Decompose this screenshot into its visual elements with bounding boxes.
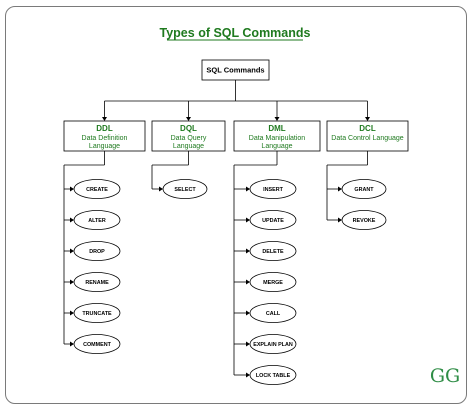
truncate-label: TRUNCATE <box>82 311 112 317</box>
alter-label: ALTER <box>88 218 106 224</box>
ddl-branch-arrow <box>70 341 74 347</box>
delete-label: DELETE <box>262 249 284 255</box>
ddl-full-line1: Data Definition <box>82 135 128 142</box>
select-node <box>162 179 208 199</box>
dcl-branch-arrow <box>338 186 342 192</box>
rename-label: RENAME <box>85 280 109 286</box>
dcl-abbr: DCL <box>359 124 376 133</box>
dql-arrow <box>186 117 191 121</box>
create-label: CREATE <box>86 187 108 193</box>
alter-node <box>73 210 121 230</box>
ddl-branch-arrow <box>70 248 74 254</box>
select-label: SELECT <box>174 187 196 193</box>
grant-node <box>341 179 387 199</box>
truncate-node <box>73 303 121 323</box>
grant-label: GRANT <box>354 187 374 193</box>
call-node <box>249 303 297 323</box>
dcl-branch-arrow <box>338 217 342 223</box>
dcl-box <box>326 120 409 152</box>
delete-node <box>249 241 297 261</box>
dml-branch-arrow <box>246 372 250 378</box>
ddl-branch-arrow <box>70 217 74 223</box>
ddl-branch-arrow <box>70 310 74 316</box>
dml-branch-arrow <box>246 341 250 347</box>
update-label: UPDATE <box>262 218 284 224</box>
lock-table-label: LOCK TABLE <box>256 373 291 379</box>
insert-node <box>249 179 297 199</box>
dql-full-line1: Data Query <box>171 135 207 142</box>
dcl-arrow <box>365 117 370 121</box>
dql-branch-arrow <box>159 186 163 192</box>
call-label: CALL <box>266 311 281 317</box>
ddl-arrow <box>102 117 107 121</box>
dml-full-line1: Data Manipulation <box>249 135 306 142</box>
merge-node <box>249 272 297 292</box>
explain-plan-node <box>249 334 297 354</box>
connectors <box>63 80 370 378</box>
revoke-node <box>341 210 387 230</box>
drop-node <box>73 241 121 261</box>
update-node <box>249 210 297 230</box>
lock-table-node <box>249 365 297 385</box>
create-node <box>73 179 121 199</box>
explain-plan-label: EXPLAIN PLAN <box>253 342 293 348</box>
diagram-frame <box>5 6 467 404</box>
ddl-branch-arrow <box>70 279 74 285</box>
dml-branch-arrow <box>246 248 250 254</box>
dcl-full-line1: Data Control Language <box>331 135 403 142</box>
dql-abbr: DQL <box>180 124 197 133</box>
revoke-label: REVOKE <box>353 218 376 224</box>
rename-node <box>73 272 121 292</box>
ddl-abbr: DDL <box>96 124 113 133</box>
drop-label: DROP <box>89 249 105 255</box>
comment-label: COMMENT <box>83 342 112 348</box>
geeksforgeeks-logo: GG <box>430 365 460 387</box>
ddl-branch-arrow <box>70 186 74 192</box>
dml-branch-arrow <box>246 186 250 192</box>
insert-label: INSERT <box>263 187 283 193</box>
dml-abbr: DML <box>268 124 285 133</box>
ddl-box <box>63 120 146 152</box>
dml-full-line2: Language <box>261 143 292 150</box>
dml-box <box>233 120 321 152</box>
dml-arrow <box>274 117 280 121</box>
comment-node <box>73 334 121 354</box>
ddl-full-line2: Language <box>89 143 120 150</box>
dml-branch-arrow <box>246 279 250 285</box>
dml-branch-arrow <box>246 217 250 223</box>
dql-box <box>151 120 226 152</box>
root-label: SQL Commands <box>206 66 264 75</box>
dml-branch-arrow <box>246 310 250 316</box>
merge-label: MERGE <box>263 280 283 286</box>
diagram-title: Types of SQL Commands <box>160 26 311 40</box>
dql-full-line2: Language <box>173 143 204 150</box>
